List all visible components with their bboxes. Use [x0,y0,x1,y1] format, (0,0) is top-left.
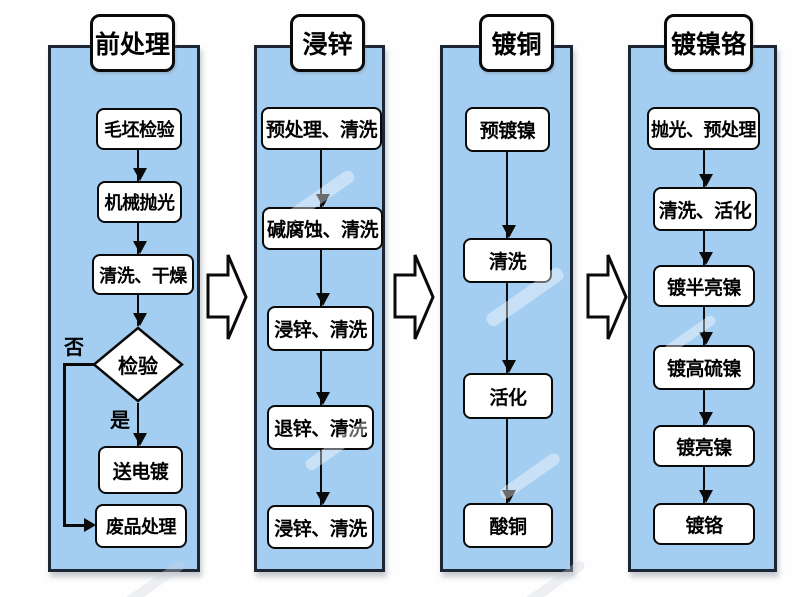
column-title-nickel-chrome: 镀镍铬 [664,14,753,72]
arrow-down [133,150,148,181]
step-scrap-handling: 废品处理 [95,504,187,548]
arrow-down [699,307,714,345]
no-branch-line [63,524,85,527]
step-clean: 清洗 [463,238,552,283]
column-title-pretreatment: 前处理 [90,14,175,72]
decision-inspection: 检验 [92,326,184,403]
arrow-down [133,223,148,254]
arrow-down [699,231,714,265]
branch-label-no: 否 [64,335,84,359]
decision-label: 检验 [118,354,158,378]
step-polish-pretreat: 抛光、预处理 [647,107,760,150]
step-high-sulfur-nickel: 镀高硫镍 [653,345,755,390]
arrow-down [502,419,517,503]
step-clean-activate: 清洗、活化 [653,187,757,231]
step-semi-bright-nickel: 镀半亮镍 [653,265,755,307]
step-blank-inspection: 毛坯检验 [96,108,182,150]
step-send-to-plating: 送电镀 [98,446,183,494]
step-chrome-plating: 镀铬 [653,503,755,545]
step-activation: 活化 [463,373,553,419]
step-zincate-clean-2: 浸锌、清洗 [267,505,374,549]
step-strip-zinc-clean: 退锌、清洗 [267,405,374,450]
step-pre-nickel: 预镀镍 [465,107,550,152]
step-clean-dry: 清洗、干燥 [92,254,194,295]
big-right-arrow-1 [206,253,248,345]
arrow-down [316,250,331,306]
arrow-down [133,403,148,446]
big-right-arrow-2 [393,253,435,345]
arrow-down [133,295,148,326]
no-branch-line [63,363,66,526]
step-zincate-clean-1: 浸锌、清洗 [267,306,374,351]
arrow-down [316,351,331,405]
step-alkali-etch-clean: 碱腐蚀、清洗 [262,207,383,250]
arrow-down [502,283,517,373]
arrow-down [699,467,714,503]
arrow-down [699,150,714,187]
column-title-zinc-immersion: 浸锌 [290,14,365,72]
step-pretreat-clean: 预处理、清洗 [261,107,382,150]
step-bright-nickel: 镀亮镍 [653,425,755,467]
big-right-arrow-3 [586,253,628,345]
no-branch-line [63,363,94,366]
arrow-down [316,150,331,207]
step-acid-copper: 酸铜 [463,503,553,548]
arrow-down [316,450,331,505]
arrow-right [84,518,96,532]
arrow-down [699,390,714,425]
diamond-shape [92,326,184,403]
column-title-copper-plating: 镀铜 [479,14,554,72]
arrow-down [502,152,517,238]
branch-label-yes: 是 [110,408,130,432]
step-mechanical-polishing: 机械抛光 [97,181,182,223]
